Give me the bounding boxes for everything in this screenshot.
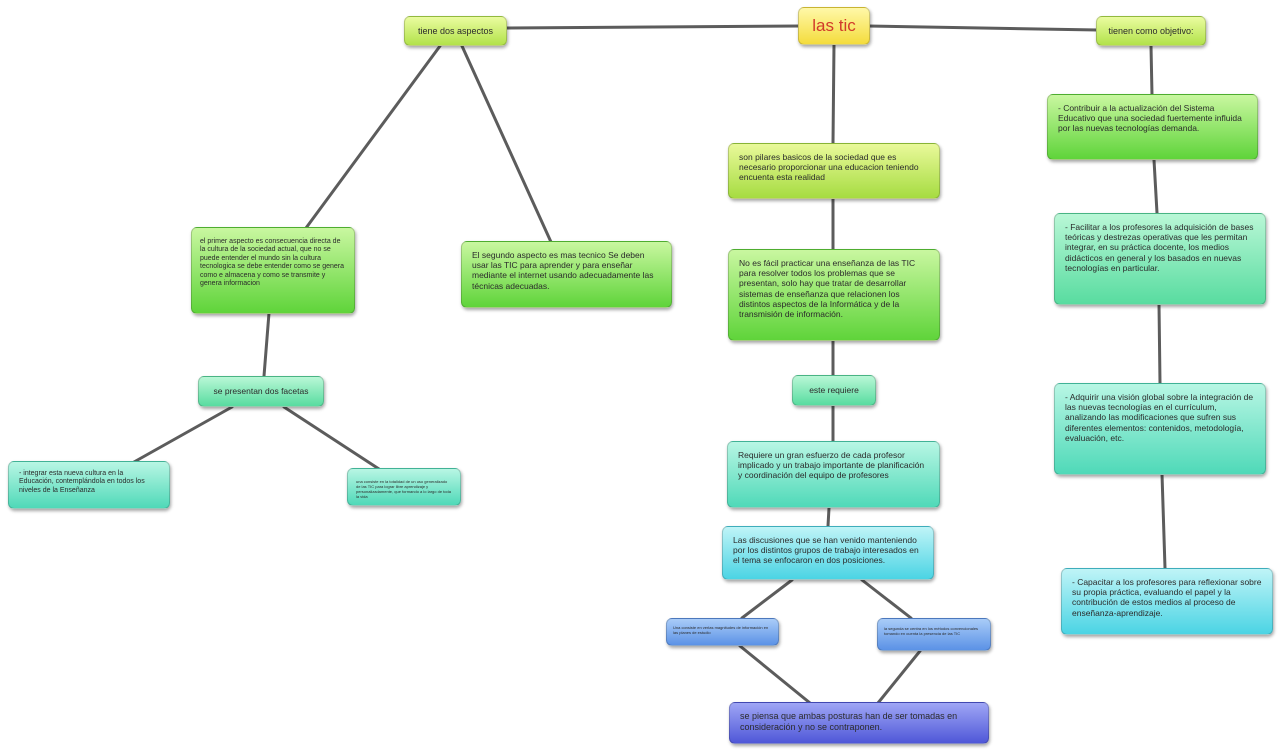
objetivo-1-text: - Contribuir a la actualización del Sist… bbox=[1058, 103, 1242, 134]
posicion-1-text: Una consiste en verlas magnitudes de inf… bbox=[673, 625, 769, 635]
objetivo-4-node[interactable]: - Capacitar a los profesores para reflex… bbox=[1061, 568, 1273, 635]
esfuerzo-node[interactable]: Requiere un gran esfuerzo de cada profes… bbox=[727, 441, 940, 508]
link-aspectos-segundo bbox=[460, 44, 553, 244]
objetivo-2-node[interactable]: - Facilitar a los profesores la adquisic… bbox=[1054, 213, 1266, 305]
segundo-aspecto-node[interactable]: El segundo aspecto es mas tecnico Se deb… bbox=[461, 241, 672, 308]
root-node[interactable]: las tic bbox=[798, 7, 870, 45]
objetivo-4-text: - Capacitar a los profesores para reflex… bbox=[1072, 577, 1262, 618]
link-obj3-obj4 bbox=[1160, 472, 1167, 570]
aspectos-node[interactable]: tiene dos aspectos bbox=[404, 16, 507, 46]
link-discusiones-pos1 bbox=[740, 578, 794, 620]
pilares-node[interactable]: son pilares basicos de la sociedad que e… bbox=[728, 143, 940, 199]
faceta-2-text: una consiste en la totalidad de un uso g… bbox=[356, 479, 451, 499]
link-objetivo-obj1 bbox=[1149, 44, 1154, 97]
practicar-node[interactable]: No es fácil practicar una enseñanza de l… bbox=[728, 249, 940, 341]
objetivo-2-text: - Facilitar a los profesores la adquisic… bbox=[1065, 222, 1254, 273]
primer-aspecto-node[interactable]: el primer aspecto es consecuencia direct… bbox=[191, 227, 355, 314]
link-pos1-conclusion bbox=[738, 644, 812, 705]
primer-aspecto-text: el primer aspecto es consecuencia direct… bbox=[200, 238, 344, 287]
posicion-2-text: la segunda se centra en los métodos conv… bbox=[884, 626, 979, 636]
esfuerzo-text: Requiere un gran esfuerzo de cada profes… bbox=[738, 450, 925, 481]
faceta-2-node[interactable]: una consiste en la totalidad de un uso g… bbox=[347, 468, 461, 506]
root-label: las tic bbox=[812, 15, 856, 35]
conclusion-node[interactable]: se piensa que ambas posturas han de ser … bbox=[729, 702, 989, 744]
discusiones-text: Las discusiones que se han venido manten… bbox=[733, 535, 919, 566]
aspectos-label: tiene dos aspectos bbox=[417, 25, 494, 36]
objetivo-node[interactable]: tienen como objetivo: bbox=[1096, 16, 1206, 46]
link-primer-facetas bbox=[262, 311, 271, 378]
practicar-text: No es fácil practicar una enseñanza de l… bbox=[739, 258, 916, 319]
link-facetas-integrar bbox=[132, 405, 234, 464]
link-discusiones-pos2 bbox=[860, 578, 913, 620]
objetivo-1-node[interactable]: - Contribuir a la actualización del Sist… bbox=[1047, 94, 1258, 160]
facetas-label: se presentan dos facetas bbox=[213, 386, 309, 397]
posicion-1-node[interactable]: Una consiste en verlas magnitudes de inf… bbox=[666, 618, 779, 646]
posicion-2-node[interactable]: la segunda se centra en los métodos conv… bbox=[877, 618, 991, 651]
link-facetas-faceta2 bbox=[282, 405, 381, 471]
segundo-aspecto-text: El segundo aspecto es mas tecnico Se deb… bbox=[472, 250, 654, 291]
link-pos2-conclusion bbox=[876, 649, 922, 705]
integrar-node[interactable]: - integrar esta nueva cultura en la Educ… bbox=[8, 461, 170, 509]
objetivo-label: tienen como objetivo: bbox=[1108, 25, 1194, 36]
objetivo-3-node[interactable]: - Adquirir una visión global sobre la in… bbox=[1054, 383, 1266, 475]
integrar-text: - integrar esta nueva cultura en la Educ… bbox=[19, 470, 145, 494]
conclusion-text: se piensa que ambas posturas han de ser … bbox=[740, 711, 958, 732]
link-root-pilares bbox=[831, 42, 836, 145]
link-obj2-obj3 bbox=[1157, 302, 1162, 385]
objetivo-3-text: - Adquirir una visión global sobre la in… bbox=[1065, 392, 1254, 443]
link-aspectos-primer bbox=[304, 44, 442, 230]
facetas-node[interactable]: se presentan dos facetas bbox=[198, 376, 324, 407]
discusiones-node[interactable]: Las discusiones que se han venido manten… bbox=[722, 526, 934, 580]
link-esfuerzo-discusiones bbox=[826, 506, 831, 528]
requiere-label: este requiere bbox=[809, 385, 859, 396]
link-obj1-obj2 bbox=[1152, 158, 1159, 215]
pilares-text: son pilares basicos de la sociedad que e… bbox=[739, 152, 919, 183]
link-aspectos-root bbox=[504, 24, 802, 30]
requiere-node[interactable]: este requiere bbox=[792, 375, 876, 406]
link-root-objetivo bbox=[866, 24, 1100, 32]
